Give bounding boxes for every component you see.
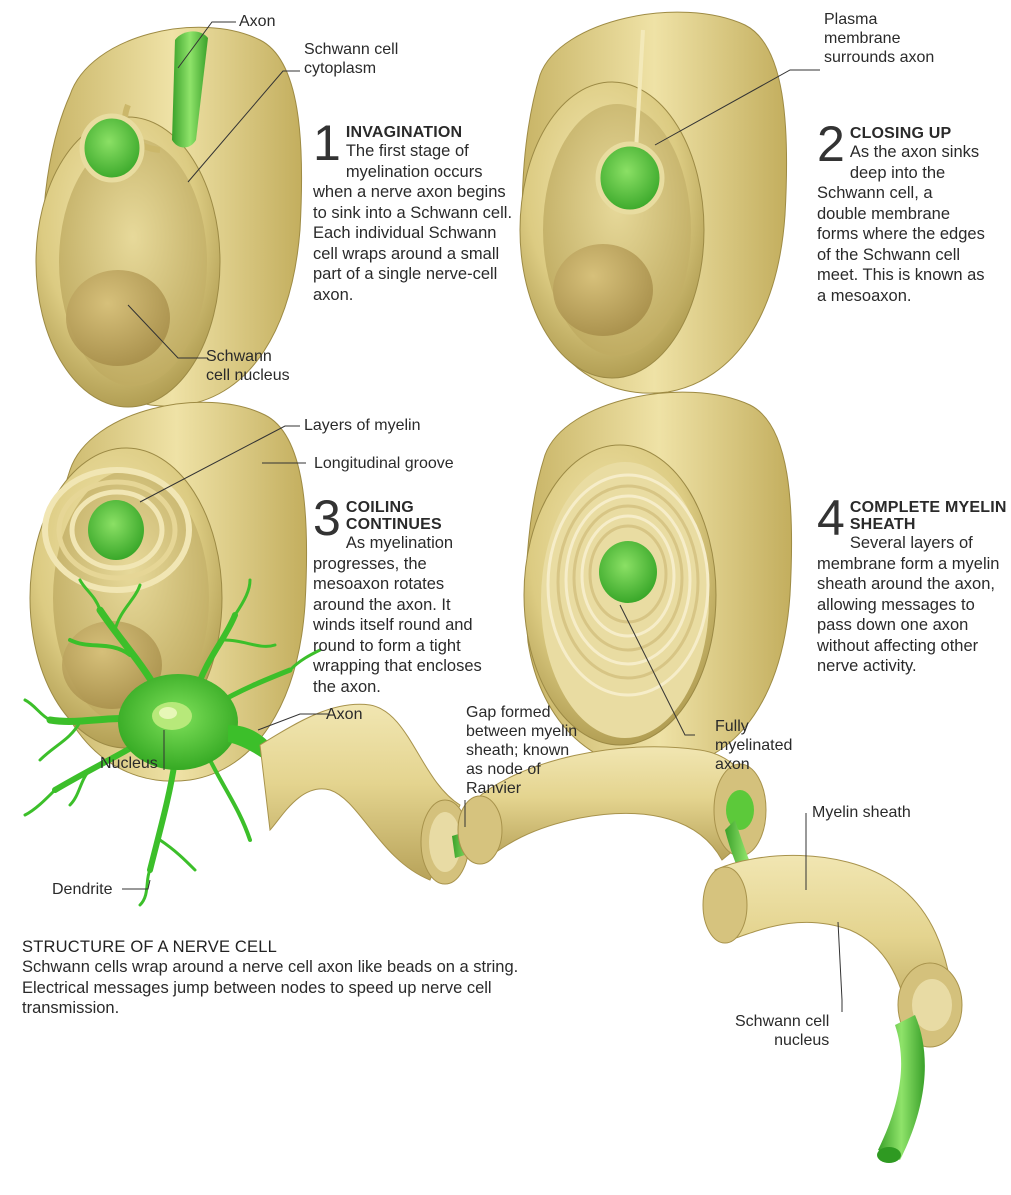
step-number: 4 (817, 498, 845, 538)
structure-caption: STRUCTURE OF A NERVE CELL Schwann cells … (22, 937, 542, 1019)
step-body: The first stage of myelination occurs wh… (313, 142, 512, 304)
label-axon-nerve-cell: Axon (326, 705, 362, 724)
step-3-coiling-continues: 3 COILING CONTINUES As myelination progr… (313, 497, 483, 697)
label-schwann-cell-cytoplasm: Schwann cell cytoplasm (304, 40, 398, 78)
step-body: Several layers of membrane form a myelin… (817, 534, 999, 675)
step-number: 2 (817, 124, 845, 164)
step-1-invagination: 1 INVAGINATION The first stage of myelin… (313, 122, 513, 305)
label-schwann-cell-nucleus-stage-1: Schwann cell nucleus (206, 347, 290, 385)
step-4-complete-myelin-sheath: 4 COMPLETE MYELIN SHEATH Several layers … (817, 497, 1007, 677)
label-nucleus: Nucleus (100, 754, 158, 773)
structure-body: Schwann cells wrap around a nerve cell a… (22, 957, 542, 1019)
label-dendrite: Dendrite (52, 880, 112, 899)
label-axon-stage-1: Axon (239, 12, 275, 31)
step-heading: INVAGINATION (313, 122, 513, 141)
step-number: 3 (313, 498, 341, 538)
step-heading: COMPLETE MYELIN SHEATH (817, 497, 1007, 533)
label-plasma-membrane: Plasma membrane surrounds axon (824, 10, 934, 67)
step-2-closing-up: 2 CLOSING UP As the axon sinks deep into… (817, 123, 985, 306)
label-fully-myelinated-axon: Fully myelinated axon (715, 717, 792, 774)
label-schwann-cell-nucleus-axon: Schwann cell nucleus (735, 1012, 829, 1050)
step-number: 1 (313, 123, 341, 163)
step-body: As myelination progresses, the mesoaxon … (313, 534, 482, 696)
label-layers-of-myelin: Layers of myelin (304, 416, 421, 435)
label-myelin-sheath: Myelin sheath (812, 803, 911, 822)
label-node-of-ranvier: Gap formed between myelin sheath; known … (466, 703, 577, 798)
structure-heading: STRUCTURE OF A NERVE CELL (22, 937, 542, 957)
label-longitudinal-groove: Longitudinal groove (314, 454, 454, 473)
schwann-cell-stage-2 (520, 12, 787, 393)
myelinated-axon (260, 704, 962, 1163)
